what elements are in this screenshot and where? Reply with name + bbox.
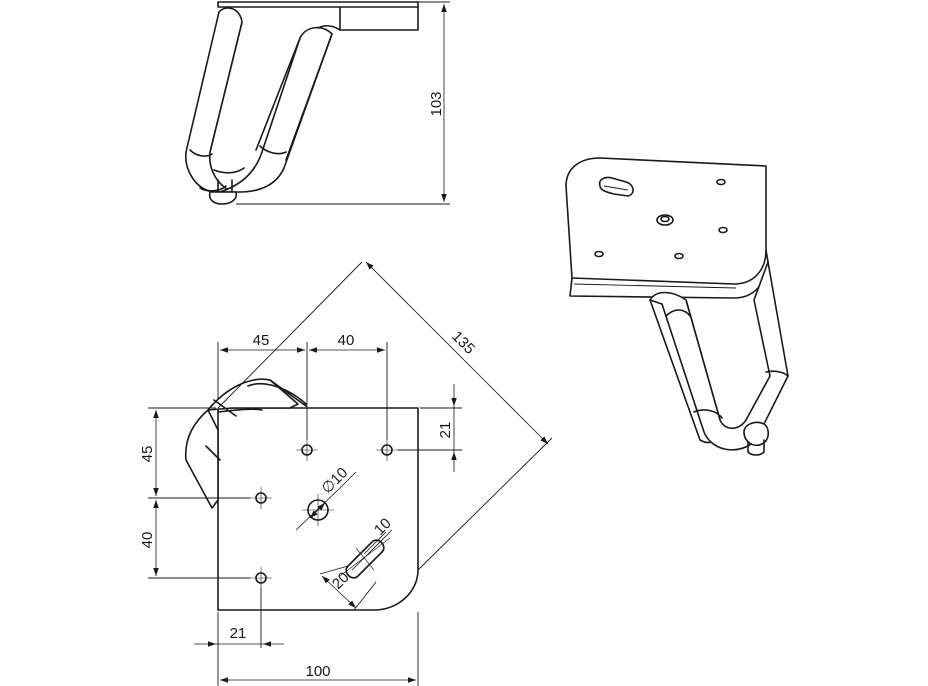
- hole-offset-x-2: 40: [338, 332, 355, 349]
- slot-length: 20: [329, 569, 353, 593]
- top-view: 135 ∅10: [139, 261, 553, 686]
- hole-top-left: [296, 439, 318, 461]
- width-dimension: 100: [305, 663, 330, 680]
- center-hole: [295, 471, 357, 531]
- slot: [339, 529, 393, 579]
- hole-bottom-left: [250, 567, 272, 589]
- edge-offset-right: 21: [437, 422, 454, 439]
- hole-middle-left: [250, 487, 272, 509]
- diagonal-dimension: 135: [448, 328, 478, 358]
- hole-offset-y-2: 40: [139, 532, 156, 549]
- hole-offset-x-1: 45: [253, 332, 270, 349]
- slot-width: 10: [371, 515, 395, 539]
- hole-top-right: [376, 439, 398, 461]
- side-view: 103: [185, 1, 450, 205]
- edge-offset-bottom: 21: [230, 625, 247, 642]
- center-hole-diameter: ∅10: [318, 464, 351, 497]
- hole-offset-y-1: 45: [139, 446, 156, 463]
- height-dimension: 103: [428, 91, 445, 116]
- isometric-view: [565, 157, 789, 456]
